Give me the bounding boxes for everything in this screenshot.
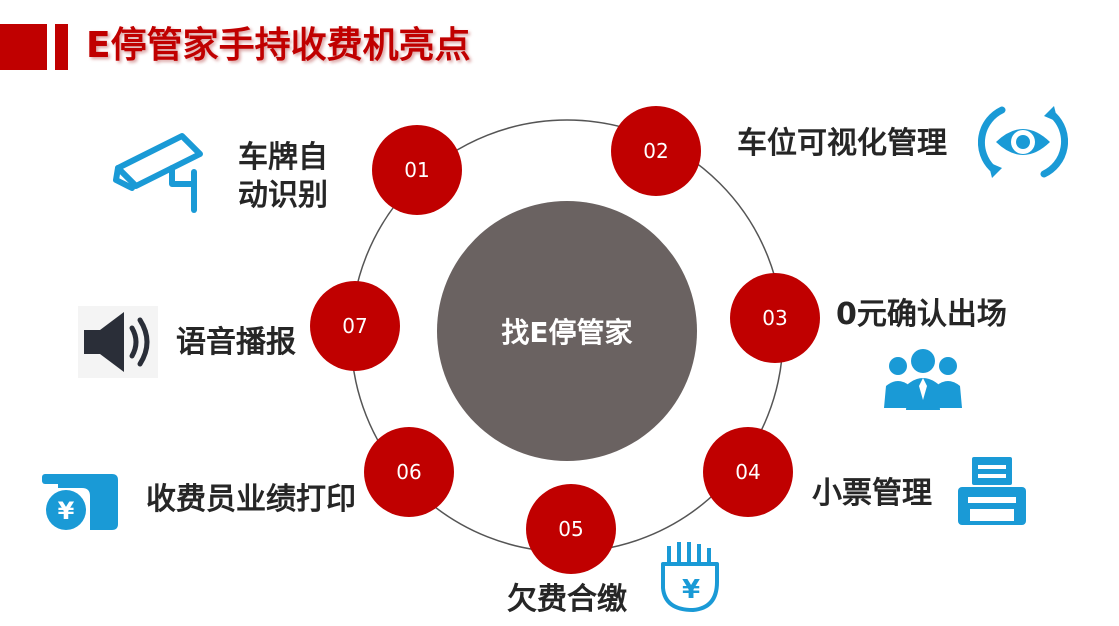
- title-accent-bar-small: [55, 24, 68, 70]
- yuan-hand-icon: ¥: [661, 542, 719, 612]
- feature-01-line2: 动识别: [238, 178, 328, 213]
- node-07: 07: [310, 281, 400, 371]
- svg-text:¥: ¥: [682, 575, 700, 605]
- node-03: 03: [730, 273, 820, 363]
- node-02: 02: [611, 106, 701, 196]
- svg-text:¥: ¥: [58, 497, 75, 525]
- node-02-number: 02: [643, 139, 668, 163]
- feature-02-label: 车位可视化管理: [737, 126, 947, 161]
- node-05: 05: [526, 484, 616, 574]
- title-accent-bar-large: [0, 24, 47, 70]
- node-04-number: 04: [735, 460, 760, 484]
- node-01: 01: [372, 125, 462, 215]
- node-06-number: 06: [396, 460, 421, 484]
- eye-refresh-icon: [978, 106, 1068, 178]
- node-04: 04: [703, 427, 793, 517]
- center-label: 找E停管家: [501, 316, 632, 349]
- security-camera-icon: [113, 133, 203, 213]
- feature-07-label: 语音播报: [176, 325, 296, 360]
- speaker-icon: [78, 306, 158, 378]
- users-group-icon: [884, 349, 962, 410]
- feature-04-label: 小票管理: [812, 476, 932, 511]
- printer-icon: [958, 457, 1026, 525]
- feature-01-line1: 车牌自: [238, 140, 328, 175]
- feature-05-label: 欠费合缴: [507, 582, 627, 617]
- node-07-number: 07: [342, 314, 367, 338]
- node-06: 06: [364, 427, 454, 517]
- node-05-number: 05: [558, 517, 583, 541]
- feature-03-label: 0元确认出场: [836, 297, 1007, 332]
- center-circle: [437, 201, 697, 461]
- node-03-number: 03: [762, 306, 787, 330]
- page-title: E停管家手持收费机亮点: [86, 25, 471, 66]
- node-01-number: 01: [404, 158, 429, 182]
- feature-06-label: 收费员业绩打印: [146, 482, 356, 517]
- yuan-card-icon: ¥: [42, 474, 118, 530]
